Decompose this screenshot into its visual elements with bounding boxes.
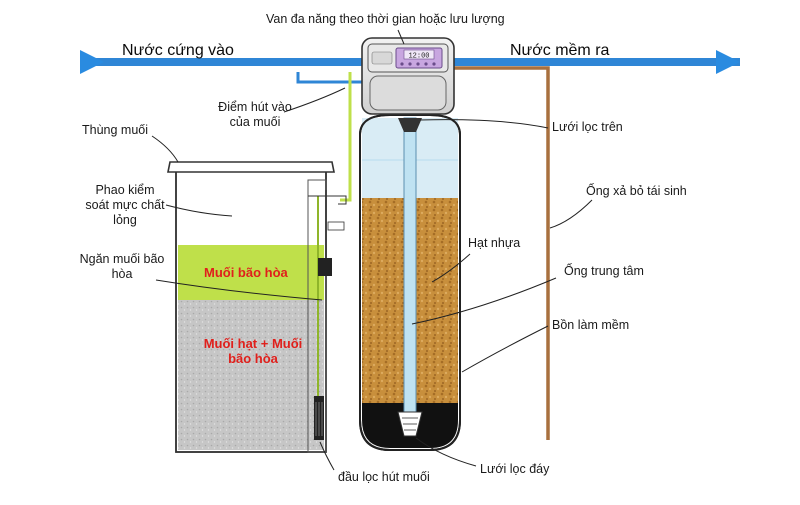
- brine-line-green: [340, 72, 352, 202]
- label-brine-tank: Thùng muối: [82, 123, 149, 137]
- valve-readout: 12:00: [408, 53, 429, 61]
- brine-suction-line: [296, 72, 372, 84]
- leader-lines: [151, 29, 593, 471]
- label-softener-tank: Bồn làm mềm: [552, 318, 630, 332]
- upper-screen: [398, 118, 422, 132]
- control-valve: 12:00: [361, 37, 455, 115]
- label-valve: Van đa năng theo thời gian hoặc lưu lượn…: [266, 12, 505, 26]
- label-center-tube: Ống trung tâm: [564, 264, 644, 278]
- salt-layer: [178, 300, 324, 450]
- label-saturated-brine: Muối bão hòa: [204, 265, 288, 280]
- brine-tank: [167, 161, 347, 453]
- valve-button-icon: [400, 62, 404, 66]
- drain-line-pipe: [448, 66, 550, 440]
- label-brine-strainer: đầu lọc hút muối: [338, 470, 430, 484]
- float-icon: [318, 258, 332, 276]
- softener-tank: [359, 114, 461, 451]
- label-salt-mix: Muối hạt + Muối bão hòa: [203, 336, 303, 366]
- brine-liquid: [178, 245, 324, 300]
- outlet-arrow-icon: [716, 50, 740, 74]
- label-suction-point: Điểm hút vào của muối: [218, 100, 292, 129]
- valve-button-icon: [432, 62, 436, 66]
- inlet-arrow-icon: [80, 50, 104, 74]
- label-upper-screen: Lưới lọc trên: [552, 120, 623, 134]
- label-hard-water-in: Nước cứng vào: [122, 42, 234, 59]
- label-brine-compartment: Ngăn muối bão hòa: [79, 252, 165, 281]
- label-bottom-screen: Lưới lọc đáy: [480, 462, 550, 476]
- label-resin: Hạt nhựa: [468, 236, 521, 250]
- brine-tank-lid: [167, 161, 335, 173]
- label-drain-line: Ống xả bỏ tái sinh: [586, 184, 687, 198]
- valve-button-icon: [416, 62, 420, 66]
- label-soft-water-out: Nước mềm ra: [510, 42, 610, 59]
- center-tube: [403, 117, 417, 419]
- valve-button-icon: [424, 62, 428, 66]
- label-float: Phao kiểm soát mực chất lỏng: [85, 183, 165, 227]
- valve-button-icon: [408, 62, 412, 66]
